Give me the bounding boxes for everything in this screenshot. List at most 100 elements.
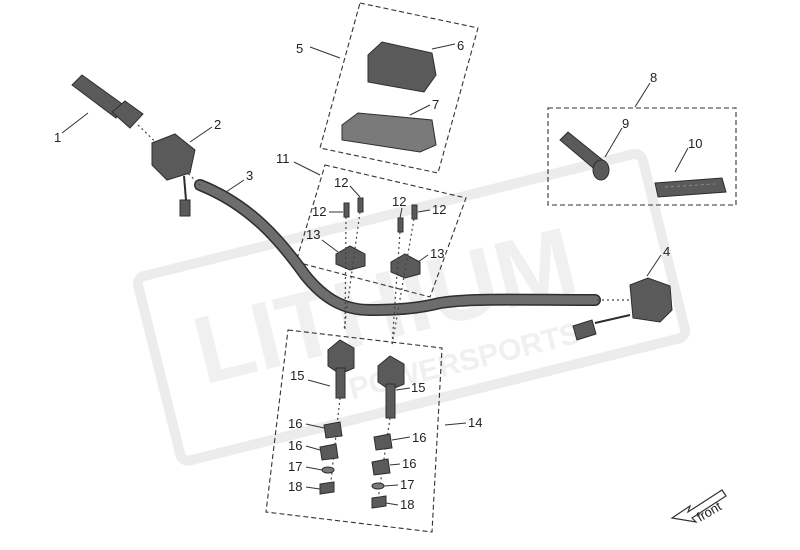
front-direction-indicator: front — [670, 489, 727, 525]
group-box-14 — [265, 329, 443, 533]
callout-16-d: 16 — [402, 456, 416, 471]
upper-clamps — [335, 197, 421, 279]
left-bushing-upper — [323, 421, 343, 439]
left-grip-flange — [111, 100, 144, 129]
callout-12-mid-right: 12 — [432, 202, 446, 217]
leader-8 — [634, 82, 651, 108]
assembly-line-left-riser — [344, 216, 347, 331]
callout-16-a: 16 — [288, 416, 302, 431]
upper-clamp-right — [390, 253, 421, 279]
right-riser-stem — [385, 383, 396, 419]
right-nut — [371, 495, 387, 509]
leader-13-left — [321, 239, 339, 253]
leader-14 — [444, 422, 467, 426]
leader-12-mid-right — [417, 209, 431, 213]
assembly-line-right-stack — [377, 417, 391, 501]
leader-16-d — [389, 463, 401, 466]
callout-15-left: 15 — [290, 368, 304, 383]
callout-16-b: 16 — [288, 438, 302, 453]
group-box-11 — [295, 164, 467, 298]
right-washer — [371, 482, 385, 490]
grip-10-body — [654, 177, 727, 198]
lower-cover-pad — [341, 112, 437, 153]
right-bushing-upper — [373, 433, 393, 451]
callout-15-right: 15 — [411, 380, 425, 395]
right-switch-housing — [572, 277, 673, 341]
callout-9: 9 — [622, 116, 629, 131]
left-riser-stem — [335, 367, 346, 399]
leader-6 — [431, 43, 456, 50]
leader-17-right — [383, 484, 399, 487]
bolt-12-d — [411, 204, 418, 220]
bolt-12-b — [357, 197, 364, 213]
callout-5: 5 — [296, 41, 303, 56]
callout-13-left: 13 — [306, 227, 320, 242]
assembly-line-right-riser — [391, 231, 401, 346]
left-riser — [327, 339, 355, 399]
leader-15-right — [395, 387, 411, 391]
callout-16-c: 16 — [412, 430, 426, 445]
left-throttle-grip — [71, 74, 144, 129]
left-switch-housing — [151, 133, 196, 217]
callout-11: 11 — [276, 151, 290, 166]
group-box-8 — [547, 107, 737, 206]
leader-18-right — [385, 502, 399, 506]
leader-9 — [604, 127, 623, 158]
leader-3 — [225, 179, 245, 193]
leader-10 — [674, 147, 689, 173]
upper-clamp-left — [335, 245, 366, 271]
callout-1: 1 — [54, 130, 61, 145]
callout-8: 8 — [650, 70, 657, 85]
callout-3: 3 — [246, 168, 253, 183]
leader-7 — [409, 104, 431, 116]
leader-17-left — [305, 466, 323, 471]
leader-16-b — [305, 445, 321, 451]
callout-18-left: 18 — [288, 479, 302, 494]
group-box-5 — [319, 2, 479, 174]
callout-7: 7 — [432, 97, 439, 112]
callout-12-top-right: 12 — [392, 194, 406, 209]
right-hardware-stack — [371, 433, 393, 509]
callout-12-top-left: 12 — [334, 175, 348, 190]
assembly-line-right-bolt — [391, 218, 415, 346]
upper-cover-pad — [367, 41, 437, 93]
left-hardware-stack — [319, 421, 343, 495]
callout-2: 2 — [214, 117, 221, 132]
left-switch-body — [151, 133, 196, 181]
callout-17-left: 17 — [288, 459, 302, 474]
leader-5 — [309, 46, 341, 59]
leader-18-left — [305, 486, 321, 490]
leader-16-a — [305, 423, 325, 429]
left-switch-wire — [183, 175, 187, 201]
right-bushing-lower — [371, 458, 391, 476]
right-switch-body — [629, 277, 673, 323]
leader-2 — [189, 126, 213, 143]
front-label: front — [694, 498, 724, 524]
leader-4 — [646, 254, 662, 277]
left-riser-head — [327, 339, 355, 375]
callout-6: 6 — [457, 38, 464, 53]
bolt-12-c — [397, 217, 404, 233]
front-arrow-icon — [670, 489, 727, 523]
leader-16-c — [391, 436, 411, 441]
bolt-12-a — [343, 202, 350, 218]
left-nut — [319, 481, 335, 495]
leader-11 — [293, 161, 321, 176]
leader-15-left — [307, 379, 331, 387]
left-switch-connector — [179, 199, 191, 217]
grip-9-end — [592, 159, 610, 181]
watermark-frame — [132, 148, 691, 466]
handlebar-tube — [195, 180, 600, 315]
callout-12-mid-left: 12 — [312, 204, 326, 219]
right-riser — [377, 355, 405, 419]
right-switch-connector — [572, 319, 597, 341]
leader-12-top-right — [399, 207, 403, 219]
leader-12-top-left — [349, 185, 361, 198]
callout-17-right: 17 — [400, 477, 414, 492]
left-bushing-lower — [319, 443, 339, 461]
callout-13-right: 13 — [430, 246, 444, 261]
callout-14: 14 — [468, 415, 482, 430]
grip-kit — [559, 131, 727, 198]
